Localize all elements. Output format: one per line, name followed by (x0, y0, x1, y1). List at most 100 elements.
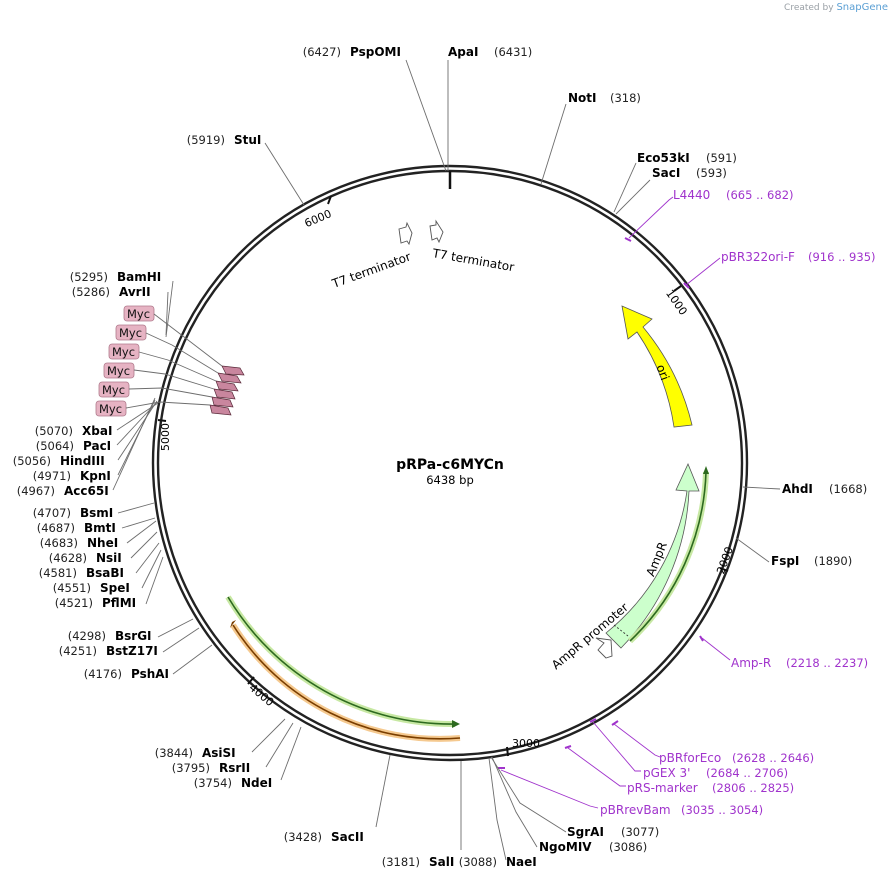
myc-arrow-3[interactable] (215, 380, 239, 392)
site-bmti[interactable]: BmtI (84, 521, 116, 535)
plasmid-name: pRPa-c6MYCn (396, 457, 504, 473)
primer-pbr322ori-f[interactable]: pBR322ori-F (721, 250, 795, 264)
primer-pbrforeco[interactable]: pBRforEco (659, 751, 721, 765)
myc-arrow-4[interactable] (213, 388, 236, 400)
site-ahdi-pos: (1668) (829, 482, 867, 496)
myc-arrows[interactable] (209, 365, 245, 416)
site-sacii-pos: (3428) (284, 830, 322, 844)
site-ahdi[interactable]: AhdI (782, 482, 813, 496)
site-rsrii[interactable]: RsrII (219, 761, 250, 775)
site-naei[interactable]: NaeI (506, 855, 537, 869)
orf-orange-line (232, 624, 461, 740)
site-paci-pos: (5064) (36, 439, 74, 453)
primer-pgex3-range: (2684 .. 2706) (706, 766, 788, 780)
site-nhei-pos: (4683) (40, 536, 78, 550)
myc-arrow-2[interactable] (217, 372, 242, 384)
myc-box-4 (103, 362, 135, 379)
ampr-orf-line (629, 471, 707, 642)
tick-5000-mark (157, 419, 167, 422)
site-paci[interactable]: PacI (83, 439, 111, 453)
site-nsii-pos: (4628) (49, 551, 87, 565)
site-saci-pos: (593) (696, 166, 727, 180)
orf-orange-arrowhead (230, 620, 236, 628)
site-bsmi-pos: (4707) (33, 506, 71, 520)
primer-pbrforeco-mark (611, 720, 619, 726)
primer-l4440-range: (665 .. 682) (726, 188, 794, 202)
site-avrii[interactable]: AvrII (119, 285, 151, 299)
tick-5000: 5000 (159, 423, 172, 451)
primer-pbr322ori-f-range: (916 .. 935) (808, 250, 876, 264)
site-bstz17i[interactable]: BstZ17I (106, 644, 158, 658)
tick-2000-mark (719, 567, 729, 572)
primer-l4440[interactable]: L4440 (673, 188, 710, 202)
primer-pbrrevbam-range: (3035 .. 3054) (681, 803, 763, 817)
site-pspomi[interactable]: PspOMI (350, 45, 401, 59)
ampr-orf-arrowhead (703, 466, 709, 474)
site-sgrai[interactable]: SgrAI (567, 825, 604, 839)
primer-pbrforeco-range: (2628 .. 2646) (732, 751, 814, 765)
site-stui-pos: (5919) (187, 133, 225, 147)
ampr-arrow[interactable] (605, 462, 700, 649)
myc-arrow-6[interactable] (209, 404, 232, 416)
myc-box-6 (95, 400, 127, 417)
site-bstz17i-pos: (4251) (59, 644, 97, 658)
site-asisi[interactable]: AsiSI (202, 746, 236, 760)
site-pshai[interactable]: PshAI (131, 667, 169, 681)
myc-box-2 (115, 324, 147, 341)
site-bsmi[interactable]: BsmI (80, 506, 113, 520)
site-acc65i[interactable]: Acc65I (64, 484, 109, 498)
site-nsii[interactable]: NsiI (96, 551, 122, 565)
site-bmti-pos: (4687) (37, 521, 75, 535)
myc-label-5: Myc (102, 383, 125, 397)
site-pspomi-pos: (6427) (303, 45, 341, 59)
site-spei[interactable]: SpeI (100, 581, 130, 595)
site-bsabi[interactable]: BsaBI (86, 566, 124, 580)
primer-pgex3[interactable]: pGEX 3' (643, 766, 690, 780)
site-bamhi[interactable]: BamHI (117, 270, 161, 284)
tick-4000-mark (247, 676, 255, 685)
ampr-promoter-arrow[interactable] (595, 637, 613, 659)
site-stui[interactable]: StuI (234, 133, 261, 147)
site-pflmi-pos: (4521) (55, 596, 93, 610)
myc-label-group: Myc Myc Myc Myc Myc Myc (95, 305, 155, 417)
site-noti[interactable]: NotI (568, 91, 597, 105)
site-fspi[interactable]: FspI (771, 554, 799, 568)
site-apai[interactable]: ApaI (448, 45, 478, 59)
site-pshai-pos: (4176) (84, 667, 122, 681)
primer-leaders (500, 196, 731, 809)
site-xbai[interactable]: XbaI (82, 424, 112, 438)
orf-green-line (227, 596, 456, 725)
site-noti-pos: (318) (610, 91, 641, 105)
site-sali-pos: (3181) (382, 855, 420, 869)
site-ndei[interactable]: NdeI (241, 776, 272, 790)
site-ngomiv[interactable]: NgoMIV (539, 840, 592, 854)
site-hindiii[interactable]: HindIII (60, 454, 105, 468)
site-kpni[interactable]: KpnI (80, 469, 111, 483)
site-bsrgi[interactable]: BsrGI (115, 629, 152, 643)
site-pflmi[interactable]: PflMI (102, 596, 136, 610)
primer-amp-r-mark (699, 635, 704, 642)
site-hindiii-pos: (5056) (13, 454, 51, 468)
ori-label: ori (653, 363, 671, 382)
t7-terminator-1-label: T7 terminator (329, 249, 412, 291)
site-saci[interactable]: SacI (652, 166, 680, 180)
site-eco53ki[interactable]: Eco53kI (637, 151, 690, 165)
t7-terminator-2-label: T7 terminator (430, 246, 515, 274)
primer-prs-marker[interactable]: pRS-marker (627, 781, 698, 795)
snapgene-logo: SnapGene (836, 2, 888, 13)
t7-terminator-1-arrow[interactable] (398, 221, 413, 246)
t7-terminator-2-arrow[interactable] (429, 219, 444, 244)
site-fspi-pos: (1890) (814, 554, 852, 568)
site-eco53ki-pos: (591) (706, 151, 737, 165)
site-sali[interactable]: SalI (429, 855, 454, 869)
ori-arrow[interactable] (621, 305, 693, 428)
primer-pbrrevbam[interactable]: pBRrevBam (600, 803, 671, 817)
site-nhei[interactable]: NheI (87, 536, 118, 550)
site-asisi-pos: (3844) (155, 746, 193, 760)
myc-arrow-5[interactable] (211, 396, 234, 408)
myc-label-3: Myc (112, 345, 135, 359)
site-sacii[interactable]: SacII (331, 830, 364, 844)
myc-arrow-1[interactable] (221, 365, 245, 376)
primer-amp-r[interactable]: Amp-R (731, 656, 771, 670)
site-avrii-pos: (5286) (72, 285, 110, 299)
